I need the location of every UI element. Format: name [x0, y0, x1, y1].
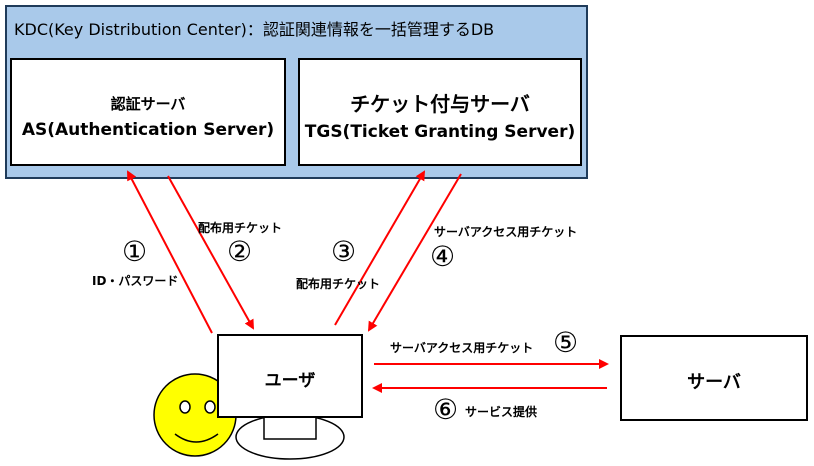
server-label: サーバ — [687, 372, 741, 393]
as-server-subtitle: AS(Authentication Server) — [21, 120, 275, 140]
step3-label: 配布用チケット — [296, 277, 381, 291]
user-label: ユーザ — [264, 371, 316, 391]
step6-number: ⑥ — [433, 393, 459, 426]
step2-label: 配布用チケット — [198, 221, 283, 235]
user-face-right-eye — [204, 400, 216, 414]
step4-label: サーバアクセス用チケット — [434, 225, 578, 239]
arrow-step4 — [367, 173, 462, 332]
tgs-server-box: チケット付与サーバ TGS(Ticket Granting Server) — [298, 58, 582, 166]
monitor-stand-neck — [263, 416, 317, 440]
user-face-mouth — [174, 433, 219, 443]
user-face-left-eye — [179, 400, 191, 414]
step5-number: ⑤ — [553, 326, 579, 359]
step3-number: ③ — [331, 235, 357, 268]
kdc-title: KDC(Key Distribution Center)：認証関連情報を一括管理… — [14, 20, 495, 39]
arrow-step3 — [334, 170, 426, 326]
step5-label: サーバアクセス用チケット — [390, 341, 534, 355]
step1-number: ① — [122, 235, 148, 268]
step4-number: ④ — [430, 240, 456, 273]
as-server-box: 認証サーバ AS(Authentication Server) — [10, 58, 286, 166]
user-box: ユーザ — [217, 334, 363, 418]
arrow-step1 — [127, 170, 213, 334]
arrow-step2 — [167, 175, 254, 330]
tgs-server-subtitle: TGS(Ticket Granting Server) — [304, 122, 576, 142]
step1-label: ID・パスワード — [92, 274, 179, 288]
step6-label: サービス提供 — [465, 405, 538, 419]
step2-number: ② — [227, 235, 253, 268]
server-box: サーバ — [620, 335, 808, 421]
as-server-name: 認証サーバ — [110, 95, 186, 113]
tgs-server-name: チケット付与サーバ — [350, 92, 530, 116]
